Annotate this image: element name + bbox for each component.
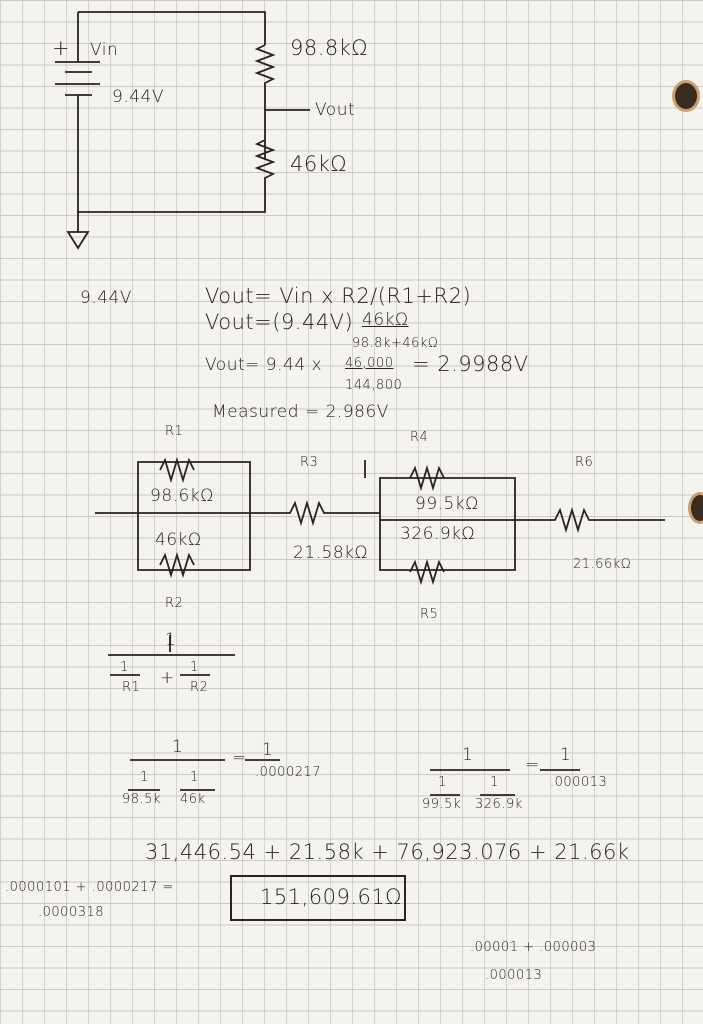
resistor-r5 — [409, 558, 445, 586]
side-voltage-note: 9.44V — [80, 288, 132, 308]
parallel-numerator: 1 — [165, 630, 177, 650]
calc-right-a: 99.5k — [422, 797, 461, 812]
parallel-r2: R2 — [190, 680, 209, 695]
calc-left-eq: = — [232, 748, 247, 768]
r5-label: R5 — [420, 607, 439, 622]
resistor-r2 — [159, 551, 195, 579]
calc-left-result-denominator: .0000217 — [255, 765, 322, 780]
r-top-value: 98.8kΩ — [290, 36, 368, 60]
source-label: Vin — [90, 40, 119, 60]
sum-line: 31,446.54 + 21.58k + 76,923.076 + 21.66k — [145, 840, 630, 864]
battery-icon — [55, 61, 100, 96]
binder-hole — [688, 492, 703, 524]
equation-line2-denominator: 98.8k+46kΩ — [352, 336, 439, 351]
network-wire — [95, 460, 665, 571]
equation-line3-denominator: 144,800 — [345, 378, 403, 393]
calc-right-numerator: 1 — [462, 745, 474, 765]
equation-line3-result: = 2.9988V — [412, 352, 529, 376]
parallel-one-a: 1 — [120, 660, 129, 675]
resistor-r1 — [159, 456, 195, 484]
ground-icon — [66, 212, 90, 250]
r2-value: 46kΩ — [155, 530, 202, 550]
parallel-one-b: 1 — [190, 660, 199, 675]
side-calc-right-line2: .000013 — [485, 968, 543, 983]
side-calc-left-line1: .0000101 + .0000217 = — [5, 880, 174, 895]
r6-value: 21.66kΩ — [573, 557, 632, 572]
calc-right-result-numerator: 1 — [560, 745, 572, 765]
calc-left-result-numerator: 1 — [262, 740, 274, 760]
measured-voltage: Measured = 2.986V — [212, 402, 389, 422]
calc-left-numerator: 1 — [172, 737, 184, 757]
parallel-plus: + — [160, 668, 175, 688]
r6-label: R6 — [575, 455, 594, 470]
r-bottom-value: 46kΩ — [290, 152, 347, 176]
polarity-plus: + — [52, 36, 71, 60]
calc-right-result-denominator: .000013 — [550, 775, 608, 790]
r4-value: 99.5kΩ — [415, 494, 479, 514]
calc-left-a: 98.5k — [122, 792, 161, 807]
binder-hole — [672, 80, 700, 112]
r5-value: 326.9kΩ — [400, 524, 476, 544]
equation-line3-prefix: Vout= 9.44 x — [205, 355, 323, 375]
calc-left-one-a: 1 — [140, 770, 149, 785]
r2-label: R2 — [165, 596, 184, 611]
source-value: 9.44V — [112, 87, 164, 107]
equation-line3-numerator: 46,000 — [345, 356, 394, 371]
equation-line2-numerator: 46kΩ — [362, 310, 409, 330]
calc-right-one-a: 1 — [438, 775, 447, 790]
equation-line1: Vout= Vin x R2/(R1+R2) — [205, 284, 472, 308]
parallel-r1: R1 — [122, 680, 141, 695]
side-calc-right-line1: .00001 + .000003 — [470, 940, 597, 955]
total-resistance: 151,609.61Ω — [260, 885, 402, 909]
calc-left-one-b: 1 — [190, 770, 199, 785]
r3-label: R3 — [300, 455, 319, 470]
r1-value: 98.6kΩ — [150, 486, 214, 506]
divider-wire — [77, 11, 310, 213]
r1-label: R1 — [165, 424, 184, 439]
output-label: Vout — [315, 100, 356, 120]
calc-right-eq: = — [525, 755, 540, 775]
calc-right-b: 326.9k — [475, 797, 523, 812]
calc-left-b: 46k — [180, 792, 206, 807]
calc-right-one-b: 1 — [490, 775, 499, 790]
fraction-bars — [108, 635, 580, 796]
equation-line2-prefix: Vout=(9.44V) — [205, 310, 354, 334]
resistor-r4 — [409, 464, 445, 492]
r4-label: R4 — [410, 430, 429, 445]
r3-value: 21.58kΩ — [293, 543, 369, 563]
total-resistance-box: 151,609.61Ω — [230, 875, 406, 921]
side-calc-left-line2: .0000318 — [38, 905, 105, 920]
